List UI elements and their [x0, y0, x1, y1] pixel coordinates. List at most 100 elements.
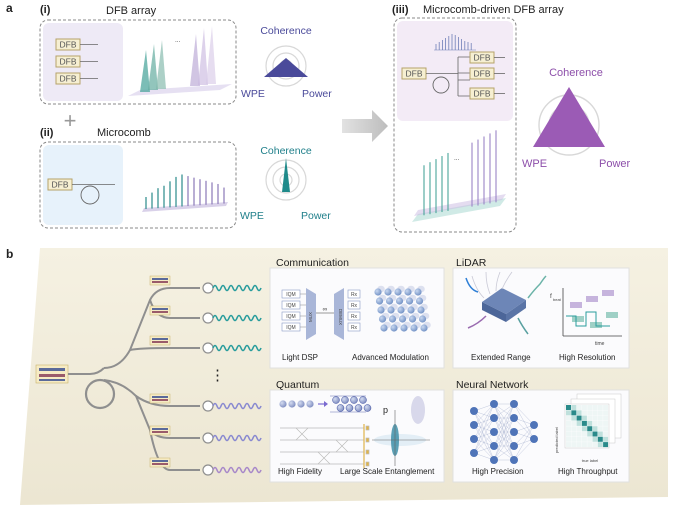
detector [365, 461, 370, 467]
matrix-cell [571, 410, 577, 416]
card-background [452, 267, 630, 369]
ring-resonator [202, 400, 214, 412]
qubit [288, 400, 296, 408]
sub-iii-label: (iii) [392, 4, 409, 16]
matrix-cell [587, 431, 593, 437]
radar-label-wpe: WPE [522, 158, 547, 170]
radar-chart-ii: Coherence WPE Power [240, 145, 331, 222]
ring-resonator [202, 464, 214, 476]
constellation-point [395, 297, 404, 305]
lattice-node [363, 404, 372, 412]
matrix-cell [587, 436, 593, 442]
iqm-label: IQM [286, 325, 295, 331]
radar-label-wpe: WPE [240, 210, 264, 222]
radar-label-wpe: WPE [241, 88, 265, 100]
panel-b-label: b [6, 247, 13, 261]
quantum-card: Quantum p High Fidelity Large Scale Enta… [269, 379, 445, 483]
sub-i-label: (i) [40, 4, 51, 16]
fbeat-time-plot: f beat time [550, 288, 622, 347]
matrix-cell [571, 426, 577, 432]
dfb-chip-stripe [152, 428, 168, 430]
panel-a-label: a [6, 1, 13, 15]
photonic-circuit [280, 424, 370, 468]
lattice-node [354, 404, 363, 412]
caption-large-scale-entanglement: Large Scale Entanglement [340, 467, 435, 476]
constellation-point [375, 297, 384, 305]
cluster-state-lattice [330, 395, 372, 413]
dfb-chip-stripe [152, 281, 168, 283]
caption-high-throughput: High Throughput [558, 467, 618, 476]
caption-high-precision: High Precision [472, 467, 524, 476]
dfb-label: DFB [60, 74, 77, 84]
rx-label: Rx [351, 292, 358, 298]
dfb-array-spectra: ... [128, 26, 232, 96]
radar-label-power: Power [301, 210, 331, 222]
matrix-cell [571, 405, 577, 410]
constellation-point [378, 315, 387, 323]
ellipsis: ... [454, 155, 460, 162]
card-title: Neural Network [456, 379, 529, 391]
dfb-label: DFB [406, 69, 423, 79]
matrix-cell [566, 405, 571, 410]
matrix-cell [566, 420, 571, 426]
constellation-point [387, 306, 395, 314]
radar-label-coherence: Coherence [549, 67, 603, 79]
nn-edge [493, 403, 515, 419]
dfb-label: DFB [52, 180, 69, 190]
ring-resonator [202, 432, 214, 444]
constellation-grid [374, 285, 431, 332]
lattice-node [336, 404, 345, 412]
matrix-cell [597, 431, 603, 437]
constellation-point [390, 324, 398, 332]
neural-network-card: Neural Network predicted label true labe… [452, 379, 630, 483]
matrix-cell [571, 436, 577, 442]
matrix-cell [587, 442, 593, 448]
matrix-cell [566, 436, 571, 442]
matrix-cell [603, 426, 609, 432]
axis-y-label: f [550, 293, 552, 300]
matrix-cell [597, 442, 603, 448]
nn-neuron [530, 421, 538, 429]
nn-edge [513, 403, 535, 426]
nn-edge [513, 438, 535, 461]
lattice-edge [330, 395, 366, 413]
lattice-node [359, 396, 367, 404]
nn-neuron [510, 456, 518, 464]
matrix-cell [576, 420, 582, 426]
dfb-chip-stripe [152, 431, 168, 433]
lidar-card: LiDAR f beat time [452, 257, 630, 369]
microring-resonator [84, 378, 116, 410]
rx-label: Rx [351, 303, 358, 309]
dfb-chip [149, 275, 171, 286]
dfb-chip [149, 393, 171, 404]
lattice-node [332, 396, 340, 404]
demux-label: DEMUX [338, 309, 343, 325]
dfb-chip-stripe [152, 399, 168, 401]
dfb-chip-stripe [152, 311, 168, 313]
card-title: LiDAR [456, 257, 487, 269]
matrix-cell [592, 442, 598, 448]
nn-neuron [470, 407, 478, 415]
optical-wave [212, 402, 262, 410]
matrix-cell [576, 405, 582, 410]
sub-ii-frame [39, 141, 237, 229]
dfb-chip-stripe [152, 463, 168, 465]
nn-neuron [530, 435, 538, 443]
qubit-row [279, 400, 314, 408]
matrix-cell [587, 426, 593, 432]
matrix-cell [576, 431, 582, 437]
radar-chart-i: Coherence WPE Power [241, 25, 332, 100]
p-label: p [383, 405, 388, 415]
matrix-cell [576, 415, 582, 421]
matrix-cell [597, 420, 603, 426]
sub-iii-frame [393, 17, 517, 233]
constellation-point [400, 324, 408, 332]
constellation-point [405, 297, 414, 305]
dfb-chip [149, 457, 171, 468]
nn-neuron [490, 428, 498, 436]
matrix-cell [597, 410, 603, 416]
dfb-label: DFB [474, 89, 491, 99]
sub-ii-chip-bg [43, 145, 123, 225]
nn-neuron [510, 442, 518, 450]
